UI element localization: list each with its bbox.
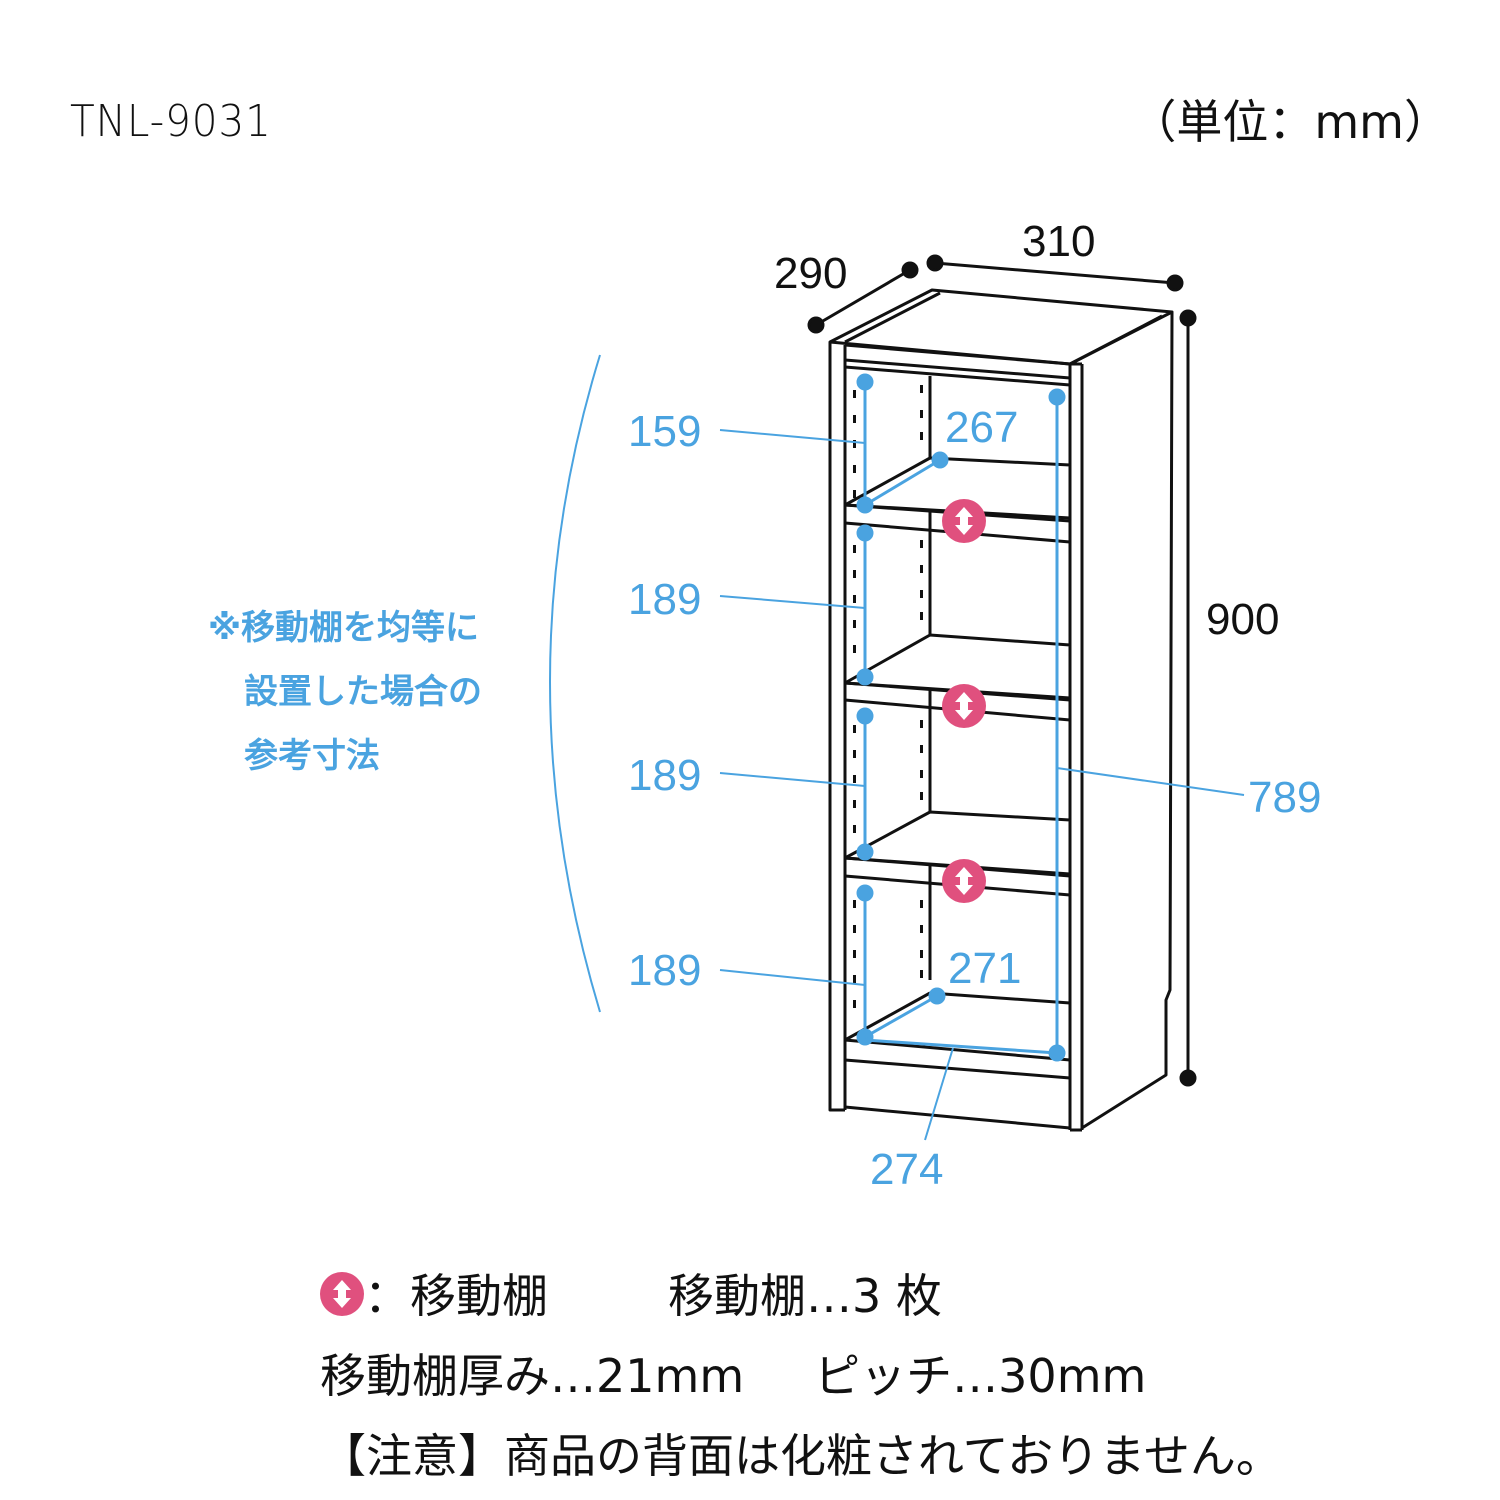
space-2-label: 189	[628, 575, 701, 624]
shelf-depth-label: 267	[945, 403, 1018, 452]
depth-label: 290	[774, 249, 847, 298]
shelf-marker-icon	[942, 684, 986, 728]
shelf-marker-icon	[942, 859, 986, 903]
cabinet-outline	[828, 288, 1174, 1132]
note-bracket-arc	[549, 354, 601, 1013]
inner-width-label: 274	[870, 1145, 943, 1194]
shelf-count: 移動棚…3 枚	[668, 1269, 942, 1323]
width-label: 310	[1022, 217, 1095, 266]
pitch: ピッチ…30mm	[814, 1349, 1147, 1403]
shelf-thickness: 移動棚厚み…21mm	[320, 1349, 745, 1403]
legend-icon-label: ：移動棚	[364, 1269, 548, 1323]
inner-dimension-lines	[719, 373, 1245, 1141]
legend-row-1: ：移動棚 移動棚…3 枚	[320, 1256, 1282, 1336]
movable-shelf-icon	[320, 1272, 364, 1316]
top-space-label: 159	[628, 407, 701, 456]
reference-note: ※移動棚を均等に 設置した場合の 参考寸法	[208, 596, 482, 788]
shelf-marker-icon	[942, 499, 986, 543]
note-line-1: ※移動棚を均等に	[208, 608, 480, 648]
dimension-labels: 290 310 900 159 189 189 189 267 271 274 …	[628, 217, 1321, 1194]
height-label: 900	[1206, 595, 1279, 644]
caution-note: 【注意】商品の背面は化粧されておりません。	[320, 1429, 1282, 1483]
legend-row-2: 移動棚厚み…21mm ピッチ…30mm	[320, 1336, 1282, 1416]
shelf-pin-holes	[853, 385, 923, 1008]
legend: ：移動棚 移動棚…3 枚 移動棚厚み…21mm ピッチ…30mm 【注意】商品の背面…	[320, 1256, 1282, 1496]
outer-dimension-lines	[807, 254, 1197, 1087]
inner-height-label: 789	[1248, 773, 1321, 822]
space-4-label: 189	[628, 946, 701, 995]
space-3-label: 189	[628, 751, 701, 800]
unit-label: （単位：mm）	[1130, 95, 1450, 149]
bottom-depth-label: 271	[948, 944, 1021, 993]
note-line-3: 参考寸法	[244, 736, 380, 776]
note-line-2: 設置した場合の	[244, 672, 482, 712]
movable-shelf-markers	[942, 499, 986, 903]
model-number: TNL-9031	[70, 96, 272, 147]
